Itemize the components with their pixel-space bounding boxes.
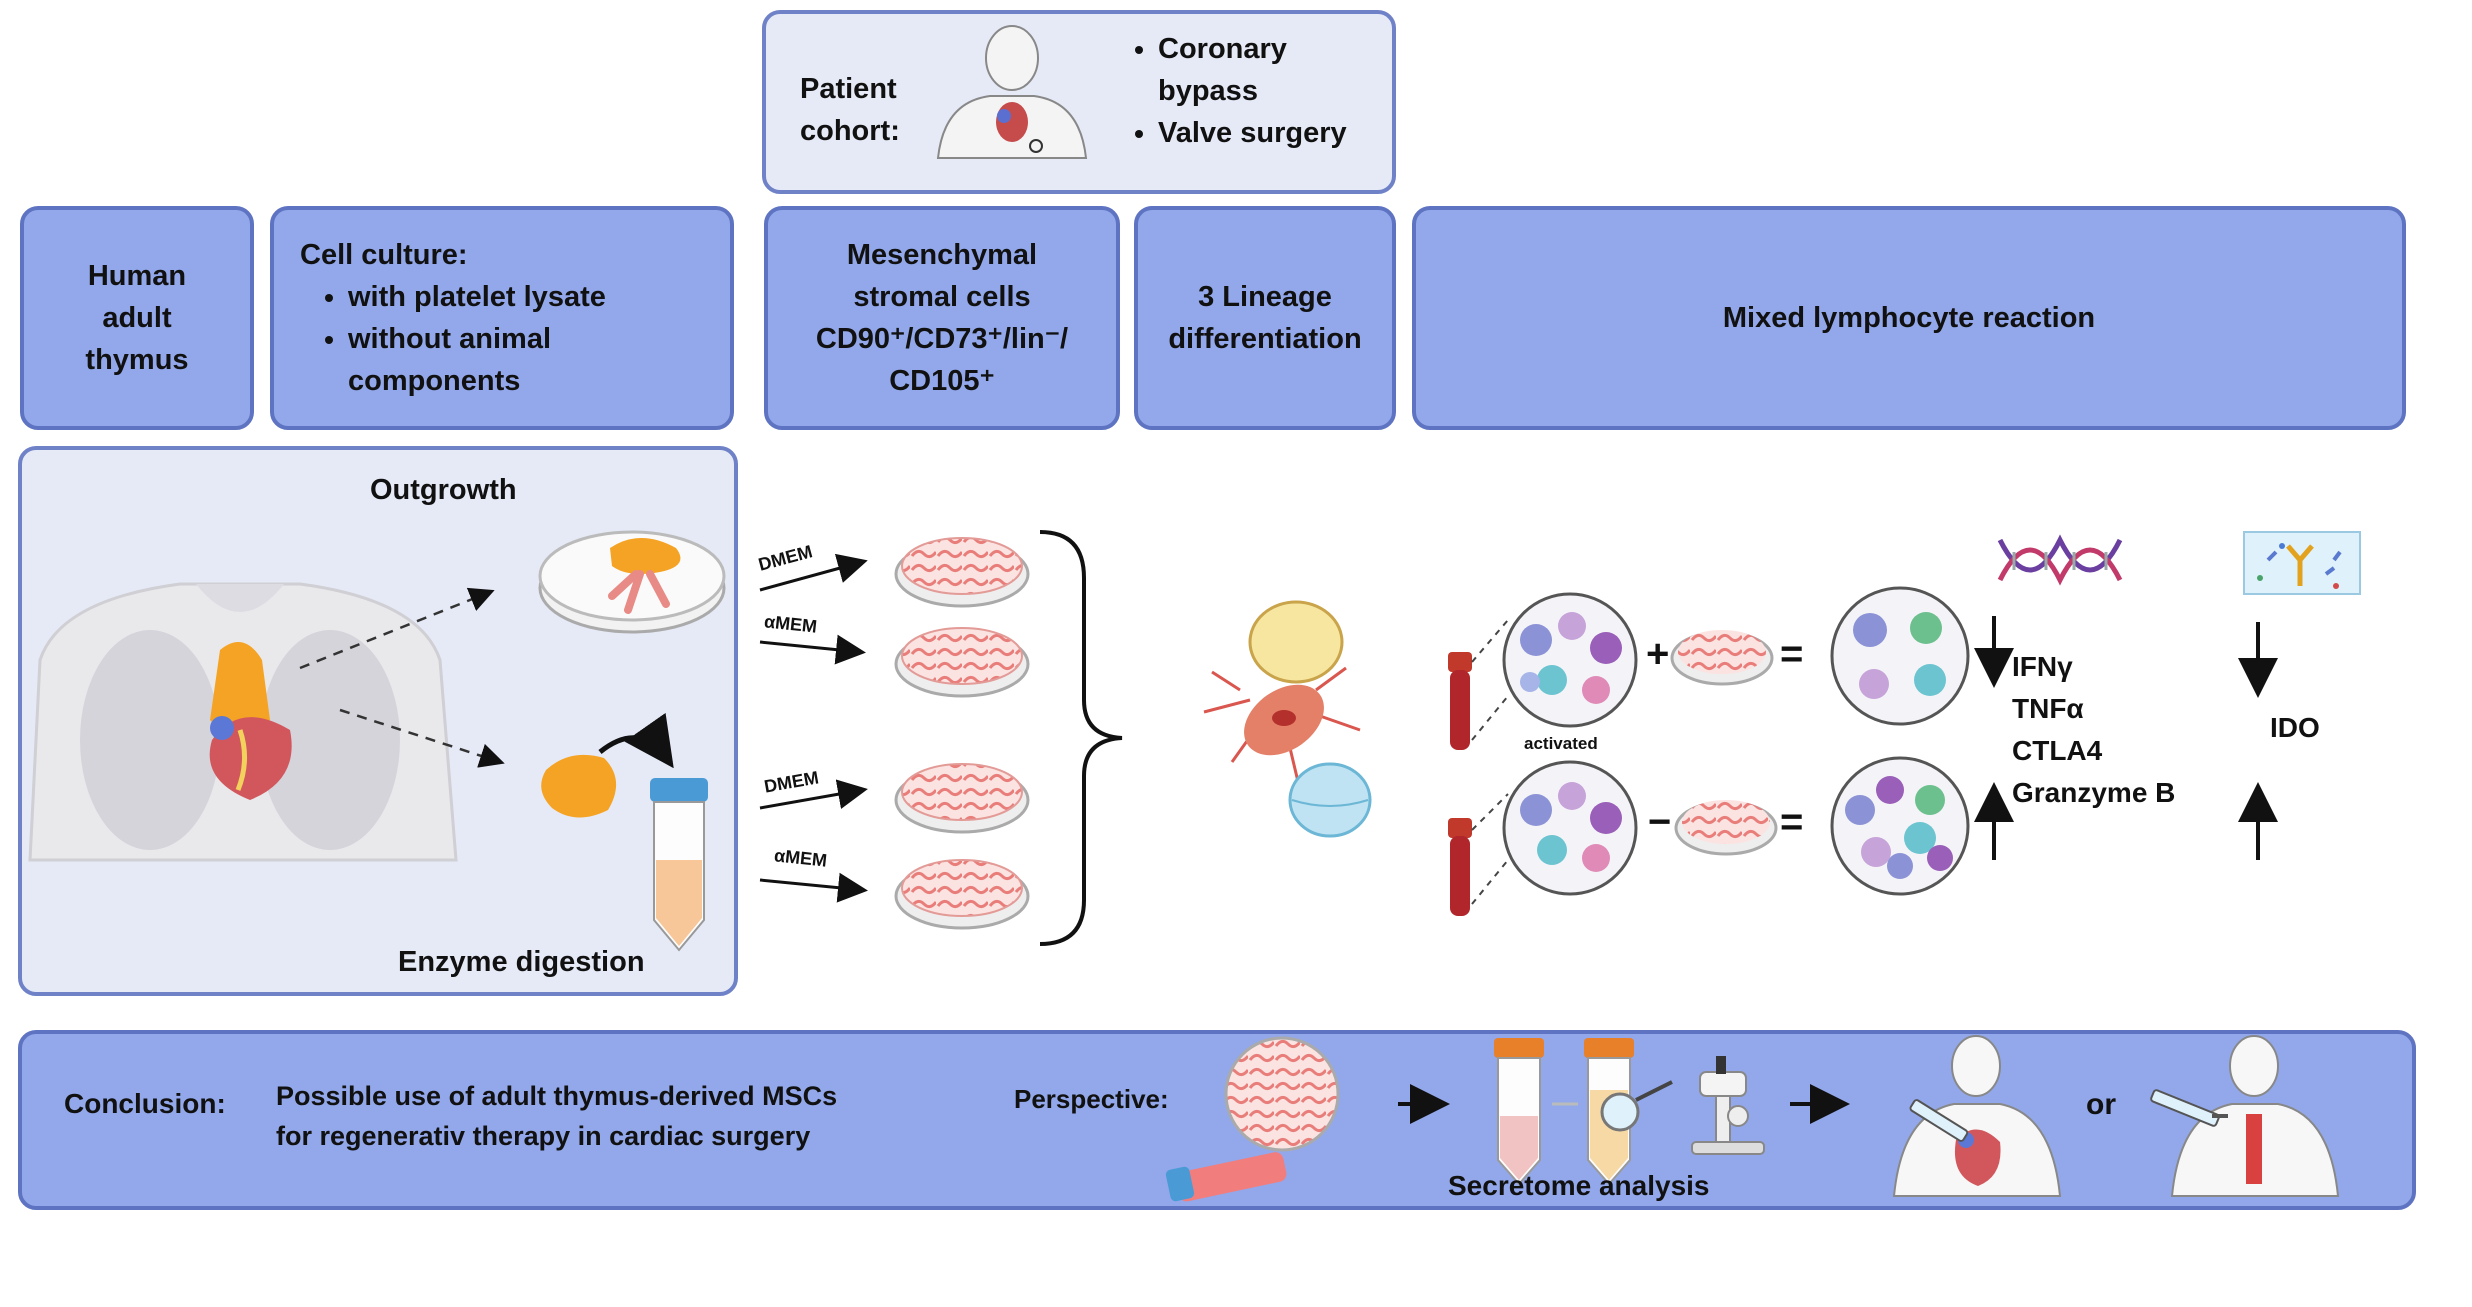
plus-sign: + (1646, 632, 1670, 676)
activated-label: activated (1524, 734, 1598, 753)
blood-tube-bottom (1448, 818, 1472, 916)
enzyme-digestion-tube-icon (541, 712, 708, 952)
torso-thymus-heart-icon (28, 582, 458, 862)
secretome-tubes-icon (1494, 1038, 1673, 1186)
culture-dish-4 (894, 859, 1030, 930)
marker-ctla4: CTLA4 (2012, 735, 2103, 766)
cohort-item-coronary-bypass: Coronary bypass (1158, 28, 1362, 112)
cohort-item-valve-surgery: Valve surgery (1158, 112, 1362, 154)
msc-dish-plus (1670, 630, 1774, 686)
culture-brace (1039, 530, 1123, 946)
culture-dish-1 (894, 537, 1030, 608)
step-mesenchymal-stromal-cells: Mesenchymal stromal cells CD90⁺/CD73⁺/li… (764, 206, 1120, 430)
media-arrow-1 (759, 553, 868, 592)
marker-ifng: IFNγ (2012, 651, 2073, 682)
media-arrow-2 (759, 634, 866, 665)
marker-tnfa: TNFα (2012, 693, 2084, 724)
differentiation-cells-icon (1203, 600, 1372, 838)
outgrowth-petri-dish-icon (538, 530, 726, 634)
conclusion-label: Conclusion: (64, 1088, 226, 1119)
microscope-icon (1691, 1056, 1765, 1155)
equals-sign-top: = (1780, 632, 1804, 676)
patient-cohort-label: Patient cohort: (800, 73, 900, 147)
msc-dish-minus (1674, 800, 1778, 856)
result-well-top (1830, 586, 1970, 726)
activated-lymphocytes-well (1502, 592, 1638, 728)
media-arrow-3 (759, 779, 868, 810)
secretome-analysis-label: Secretome analysis (1448, 1170, 1710, 1201)
perspective-label: Perspective: (1014, 1084, 1169, 1114)
dna-icon (1997, 534, 2123, 586)
lymphocytes-well-minus (1502, 760, 1638, 896)
blood-tube-top (1448, 652, 1472, 750)
step-mixed-lymphocyte-reaction: Mixed lymphocyte reaction (1412, 206, 2406, 430)
cytokine-marker-list: IFNγ TNFα CTLA4 Granzyme B (2012, 646, 2175, 814)
marker-granzyme-b: Granzyme B (2012, 777, 2176, 808)
ido-label: IDO (2270, 712, 2320, 743)
patient-cohort-torso-icon (936, 25, 1088, 159)
or-label: or (2086, 1088, 2116, 1121)
step-cell-culture: Cell culture: with platelet lysate witho… (270, 206, 734, 430)
culture-dish-2 (894, 627, 1030, 698)
outgrowth-label: Outgrowth (370, 474, 517, 506)
conclusion-text: Possible use of adult thymus-derived MSC… (276, 1081, 838, 1151)
outgrowth-dashed-arrow (299, 587, 495, 670)
culture-dish-3 (894, 763, 1030, 834)
result-well-bottom (1830, 756, 1970, 896)
media-arrow-4 (759, 872, 868, 903)
step-human-adult-thymus: Human adult thymus (20, 206, 254, 430)
patient-cohort-list: Coronary bypass Valve surgery (1122, 28, 1362, 154)
culture-item-platelet-lysate: with platelet lysate (348, 276, 606, 318)
culture-item-no-animal: without animal components (348, 318, 588, 402)
cell-culture-title: Cell culture: (300, 239, 468, 271)
minus-sign: − (1648, 800, 1672, 844)
patient-cohort-box: Patient cohort: Coronary bypass Valve su… (762, 10, 1396, 194)
equals-sign-bottom: = (1780, 800, 1804, 844)
msc-culture-dish-icon (1165, 1036, 1340, 1202)
enzyme-digestion-label: Enzyme digestion (398, 946, 645, 978)
antibody-assay-icon (2243, 531, 2361, 595)
chest-injection-icon (2150, 1035, 2340, 1197)
heart-injection-icon (1892, 1035, 2062, 1197)
step-3-lineage-differentiation: 3 Lineage differentiation (1134, 206, 1396, 430)
